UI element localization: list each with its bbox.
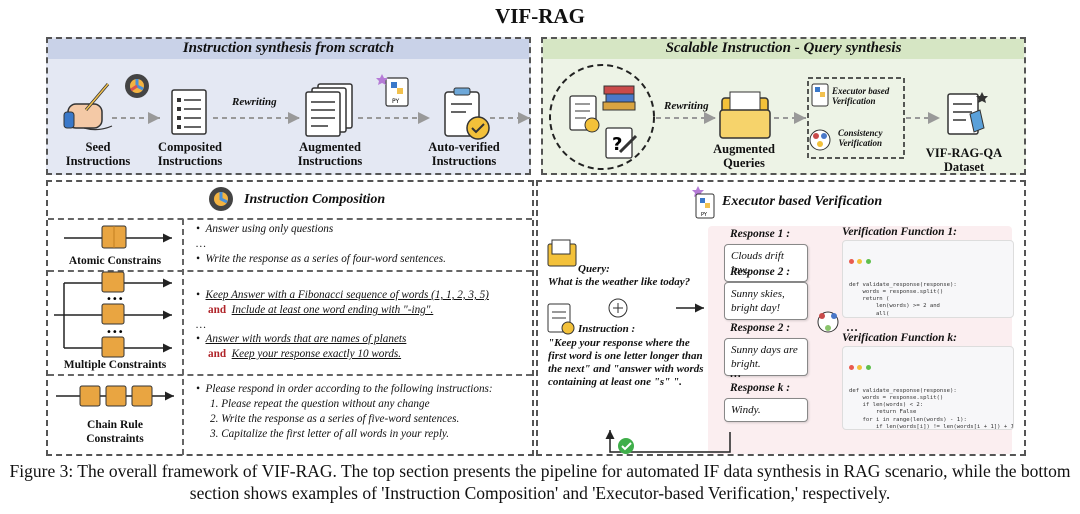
check-circle-icon: [618, 438, 634, 454]
multiple-constraints-label: Multiple Constraints: [63, 359, 167, 371]
verification-function-k-label: Verification Function k:: [842, 332, 958, 344]
svg-text:•••: •••: [106, 327, 124, 338]
box-icon: [101, 225, 127, 249]
code-k-text: def validate_response(response): words =…: [849, 387, 1014, 430]
figure-title: VIF-RAG: [495, 4, 585, 28]
atomic-constraints-label: Atomic Constrains: [68, 255, 162, 267]
verification-function-1-label: Verification Function 1:: [842, 226, 958, 238]
auto-verified-instructions-label: Auto-verified Instructions: [428, 140, 500, 168]
box-icon: [105, 385, 127, 407]
verification-panel: [536, 180, 1026, 456]
gear-icon: [125, 74, 149, 98]
verification-function-k-code: def validate_response(response): words =…: [842, 346, 1014, 430]
svg-text:PY: PY: [392, 98, 399, 105]
response-3-label: Response 2 :: [730, 322, 791, 334]
composition-divider-2: [48, 270, 532, 272]
clipboard-check-icon: [444, 87, 490, 140]
window-dots: [849, 259, 1007, 267]
right-top-header-bg: [543, 39, 1024, 59]
left-top-header-bg: [48, 39, 529, 59]
verification-function-ellipsis: …: [846, 320, 858, 334]
svg-text:PY: PY: [701, 212, 708, 218]
python-file-icon: PY: [692, 186, 715, 219]
executor-verification-label: Executor based Verification: [832, 86, 890, 106]
box-icon: [101, 336, 125, 358]
instruction-query-cluster-icon: ?: [549, 64, 655, 170]
right-top-header: Scalable Instruction - Query synthesis: [665, 40, 902, 56]
hand-writing-icon: [63, 83, 113, 131]
window-dots: [849, 365, 1007, 373]
composition-panel: [46, 180, 534, 456]
response-2-box: Sunny skies, bright day!: [724, 282, 808, 320]
consistency-verification-label: Consistency Verification: [838, 128, 883, 148]
verification-header: Executor based Verification: [722, 194, 883, 209]
chain-rule-constraints-label: Chain Rule Constraints: [86, 419, 144, 445]
verification-box: [807, 77, 905, 159]
dataset-label: VIF-RAG-QA Dataset: [925, 146, 1003, 174]
multiple-bullet-2b: and Keep your response exactly 10 words.: [208, 348, 402, 360]
composition-divider-3: [48, 374, 532, 376]
chain-step-3: 3. Capitalize the first letter of all wo…: [210, 428, 450, 440]
verification-function-1-code: def validate_response(response): words =…: [842, 240, 1014, 318]
query-block: Query:: [578, 263, 610, 275]
composition-divider-1: [48, 218, 532, 220]
plus-icon: [608, 298, 628, 318]
atomic-bullet-2: • Write the response as a series of four…: [196, 253, 446, 265]
multiple-bullet-2: • Answer with words that are names of pl…: [196, 333, 407, 345]
python-file-icon: PY: [376, 74, 409, 107]
box-icon: [131, 385, 153, 407]
composited-instructions-label: Composited Instructions: [157, 140, 223, 168]
rewriting-label-left: Rewriting: [232, 96, 277, 108]
rewriting-label-right: Rewriting: [664, 100, 709, 112]
response-1-box: Clouds drift low.: [724, 244, 808, 282]
constraint-graphics: ••• •••: [54, 225, 174, 407]
network-nodes-icon: [817, 311, 839, 333]
composition-header: Instruction Composition: [244, 192, 386, 207]
instruction-label: Instruction :: [578, 323, 636, 335]
python-file-icon: [811, 83, 829, 107]
folder-icon: [719, 91, 771, 139]
dataset-document-icon: [947, 92, 988, 135]
folder-icon: [547, 239, 577, 267]
composition-column-divider: [182, 219, 184, 455]
seed-instructions-label: Seed Instructions: [65, 140, 131, 168]
response-k-label: Response k :: [730, 382, 791, 394]
response-1-label: Response 1 :: [730, 228, 791, 240]
document-check-icon: [547, 303, 575, 335]
multiple-bullet-1b: and Include at least one word ending wit…: [208, 304, 434, 316]
response-3-box: Sunny days are bright.: [724, 338, 808, 376]
instruction-text: "Keep your response where the first word…: [548, 337, 704, 388]
chain-step-1: 1. Please repeat the question without an…: [210, 398, 430, 410]
query-text: What is the weather like today?: [548, 276, 691, 288]
stacked-documents-icon: [305, 83, 353, 137]
gear-icon: [209, 187, 233, 211]
box-icon: [79, 385, 101, 407]
augmented-queries-label: Augmented Queries: [713, 142, 775, 170]
svg-text:•••: •••: [106, 294, 124, 305]
multiple-bullet-1: • Keep Answer with a Fibonacci sequence …: [196, 289, 489, 301]
code-1-text: def validate_response(response): words =…: [849, 281, 957, 317]
svg-text:?: ?: [612, 134, 622, 155]
left-top-header: Instruction synthesis from scratch: [182, 40, 395, 56]
box-icon: [101, 303, 125, 325]
response-k-box: Windy.: [724, 398, 808, 422]
chain-step-2: 2. Write the response as a series of fiv…: [210, 413, 460, 425]
atomic-ellipsis: …: [196, 238, 206, 250]
multiple-ellipsis: …: [196, 319, 206, 331]
atomic-bullet-1: • Answer using only questions: [196, 223, 334, 235]
chain-bullet: • Please respond in order according to t…: [196, 383, 493, 395]
response-2-label: Response 2 :: [730, 266, 791, 278]
response-ellipsis: …: [730, 368, 742, 380]
network-nodes-icon: [809, 129, 831, 151]
box-icon: [101, 271, 125, 293]
figure-caption: Figure 3: The overall framework of VIF-R…: [9, 461, 1071, 503]
query-label: Query:: [578, 263, 610, 275]
augmented-instructions-label: Augmented Instructions: [297, 140, 363, 168]
document-list-icon: [171, 89, 207, 135]
